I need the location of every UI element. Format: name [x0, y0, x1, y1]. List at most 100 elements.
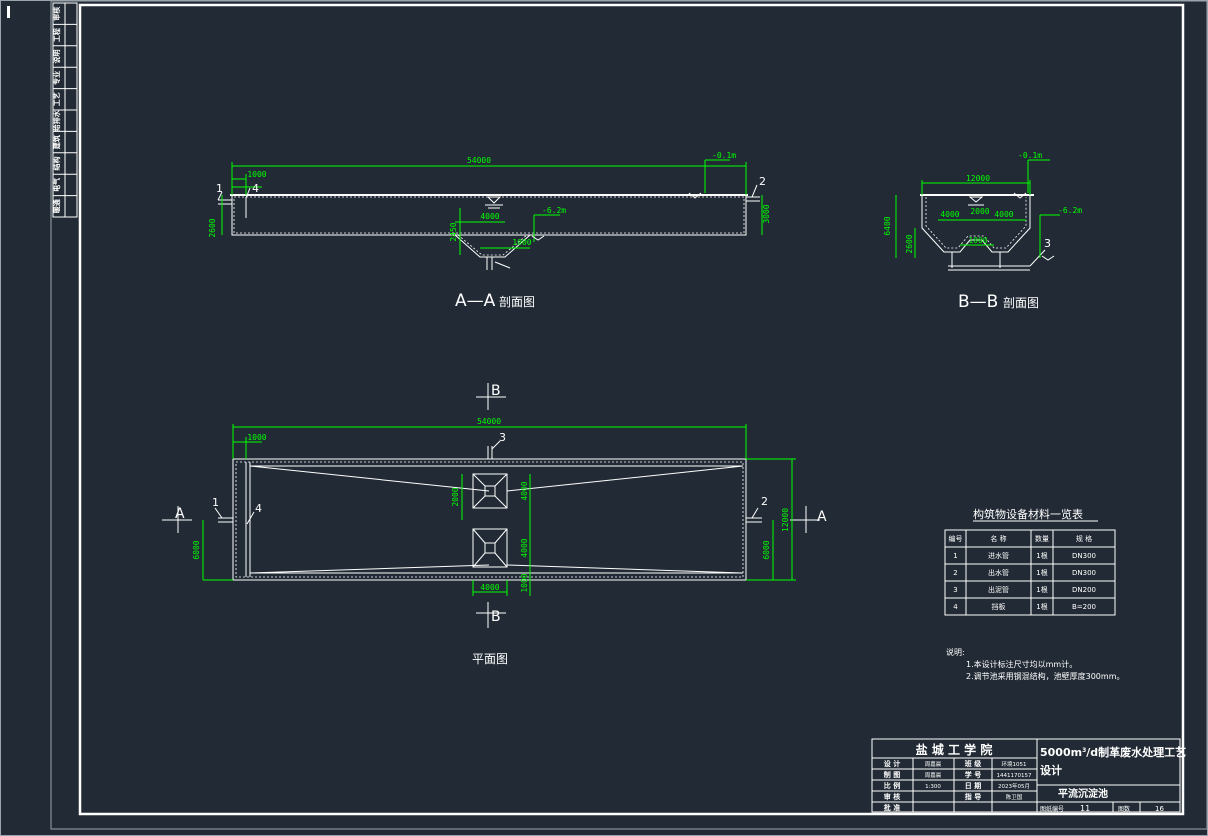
aa-callout-1: 1 [216, 182, 223, 195]
equipment-table-cell: 1 [953, 552, 957, 560]
plan-callout-4: 4 [255, 502, 262, 515]
title-block-cell: 批 准 [884, 803, 900, 812]
plan-marker-a-right: A [817, 509, 827, 525]
title-block-cell: 指 导 [965, 792, 981, 801]
bb-callout-3: 3 [1044, 237, 1051, 250]
equipment-table-cell: 3 [953, 586, 957, 594]
plan-dim-right-h: 6000 [762, 540, 771, 559]
approval-strip-label: 暖通 [52, 198, 61, 213]
plan-tank-outer [232, 458, 747, 581]
bb-level-top: -0.1m [1018, 151, 1042, 160]
equipment-table-cell: 1根 [1036, 568, 1047, 577]
title-block-school: 盐 城 工 学 院 [916, 742, 993, 757]
bb-dim-b: 2000 [970, 207, 989, 216]
title-block-cell: 班 级 [965, 759, 982, 768]
title-block-cell: 陈卫国 [1006, 793, 1023, 801]
title-block-cell: 日 期 [965, 781, 981, 790]
plan-callout-1: 1 [212, 496, 219, 509]
equipment-table-cell: 1根 [1036, 602, 1047, 611]
equipment-table-cell: 1根 [1036, 585, 1047, 594]
title-block-total-label: 图数 [1118, 805, 1130, 813]
bb-dim-height: 6400 [883, 216, 892, 235]
plan-dim-left-h: 6000 [192, 540, 201, 559]
equipment-table-cell: 进水管 [988, 551, 1009, 560]
plan-callout-3: 3 [499, 431, 506, 444]
bb-dim-a: 4000 [940, 210, 959, 219]
plan-dim-right-total: 12000 [781, 508, 790, 532]
aa-dim-height-right: 3000 [762, 204, 771, 223]
equipment-table-title: 构筑物设备材料一览表 [973, 507, 1083, 521]
corner-marker [7, 6, 10, 18]
title-block-sheet-label: 图纸编号 [1040, 805, 1064, 813]
title-block-cell: 审 核 [884, 792, 900, 801]
bb-dim-c: 4000 [994, 210, 1013, 219]
sheet-inner-frame [50, 0, 1208, 830]
aa-dim-total: 54000 [467, 156, 491, 165]
aa-callout-2: 2 [759, 175, 766, 188]
equipment-table-header: 编号 [949, 534, 963, 543]
approval-strip-label: 给排水 [52, 109, 61, 131]
equipment-table-cell: DN300 [1072, 552, 1096, 560]
title-block-cell: 1:300 [925, 784, 941, 790]
plan-dim-total: 54000 [477, 417, 501, 426]
title-block-sheet-no: 11 [1080, 804, 1090, 813]
aa-level-top: -0.1m [712, 151, 736, 160]
plan-hopper-upper [472, 473, 508, 509]
aa-dim-height-left: 2600 [208, 218, 217, 237]
title-block [871, 738, 1181, 813]
plan-dim-hopper-3: 4000 [520, 538, 529, 557]
title-block-cell: 周嘉晨 [925, 771, 942, 779]
plan-dim-hopper-2: 4000 [520, 481, 529, 500]
equipment-table-cell: 出泥管 [988, 585, 1009, 594]
approval-strip-label: 电气 [52, 178, 61, 192]
plan-hopper-lower [472, 528, 508, 568]
equipment-table-cell: 1根 [1036, 551, 1047, 560]
notes-heading: 说明: [946, 647, 965, 657]
approval-strip-label: 结构 [52, 157, 61, 172]
plan-callout-2: 2 [761, 495, 768, 508]
plan-marker-b-top: B [491, 383, 501, 399]
aa-level-mid: -6.2m [542, 206, 566, 215]
bb-tank-outline [921, 195, 1031, 253]
equipment-table-header: 规 格 [1076, 534, 1092, 543]
equipment-table-cell: DN300 [1072, 569, 1096, 577]
bb-dim-total: 12000 [966, 174, 990, 183]
plan-dim-hopper-4: 1000 [520, 573, 529, 592]
plan-title: 平面图 [472, 652, 508, 666]
aa-dim-bottom: 1000 [512, 238, 531, 247]
bb-title-letters: B—B [958, 292, 998, 312]
aa-title-letters: A—A [455, 291, 496, 311]
equipment-table-cell: 挡板 [992, 602, 1006, 611]
title-block-project: 5000m3/d制革废水处理工艺 [1040, 745, 1186, 759]
equipment-table-header: 数量 [1035, 534, 1049, 543]
title-block-cell: 比 例 [884, 781, 900, 790]
section-aa [217, 159, 763, 270]
approval-strip-label: 说明 [52, 50, 61, 64]
aa-callout-4: 4 [252, 182, 259, 195]
bb-title-suffix: 剖面图 [1003, 296, 1039, 310]
plan-marker-b-bottom: B [491, 609, 501, 625]
equipment-table-cell: 4 [953, 603, 958, 611]
plan-dim-small: 1000 [247, 433, 266, 442]
title-block-cell: 周嘉晨 [925, 760, 942, 768]
bb-dim-bottom: 1000 [968, 236, 987, 245]
approval-strip-label: 工程 [52, 28, 61, 42]
plan-dim-hopper-w: 4000 [480, 583, 499, 592]
approval-strip-label: 审核 [52, 7, 61, 21]
equipment-table-cell: 出水管 [988, 568, 1009, 577]
approval-strip-label: 工艺 [52, 92, 61, 106]
notes-line-1: 1.本设计标注尺寸均以mm计。 [966, 659, 1077, 669]
equipment-table-header: 名 称 [990, 534, 1006, 543]
title-block-cell: 制 图 [884, 770, 900, 779]
bb-dim-height-low: 2600 [905, 234, 914, 253]
drawing-frame [78, 3, 1185, 816]
bb-level-mid: -6.2m [1058, 206, 1082, 215]
plan-marker-a-left: A [175, 506, 185, 522]
title-block-cell: 设 计 [884, 759, 900, 768]
plan-dim-hopper-1: 2000 [451, 487, 460, 506]
approval-strip-label: 建筑 [52, 135, 61, 149]
